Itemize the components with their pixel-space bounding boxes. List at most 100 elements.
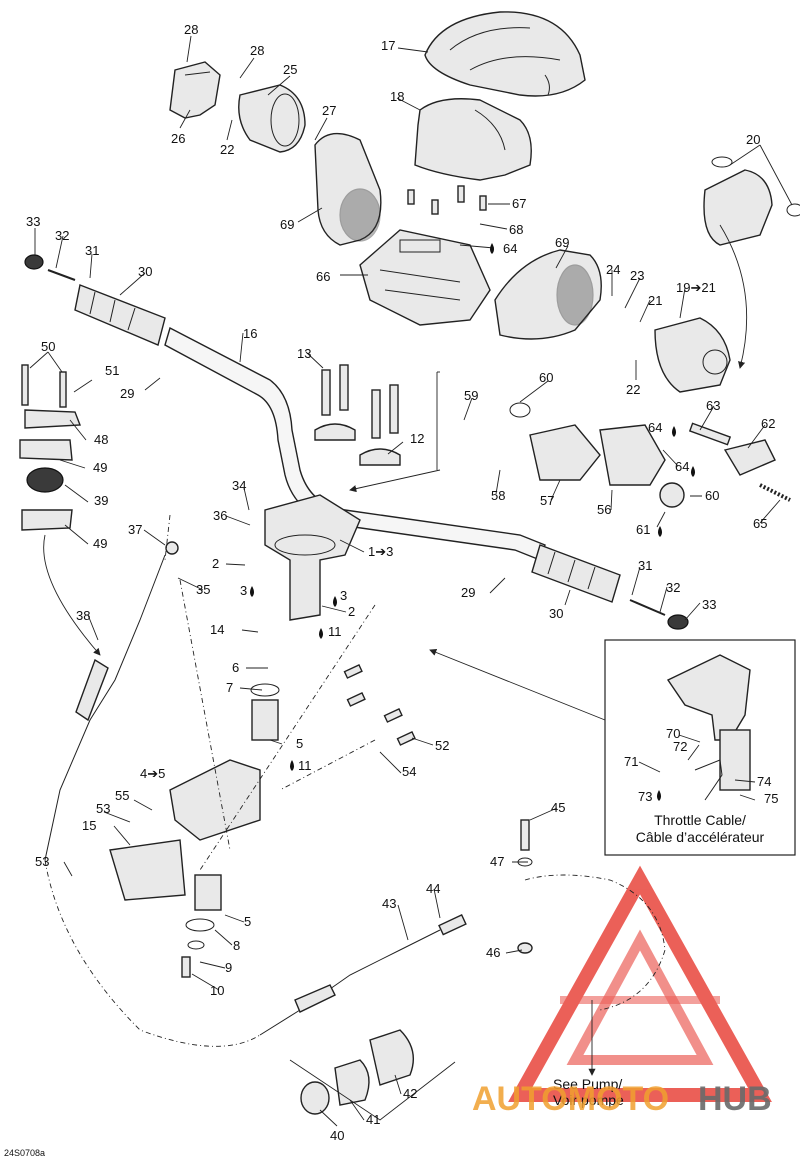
callout-42: 42 <box>403 1086 417 1101</box>
callout-18: 18 <box>390 89 404 104</box>
callout-47: 47 <box>490 854 504 869</box>
callout-labels: 28 28 25 27 26 22 17 18 20 69 67 68 64 3… <box>26 22 778 1143</box>
callout-50: 50 <box>41 339 55 354</box>
callout-4: 4➔5 <box>140 766 165 781</box>
callout-2b: 2 <box>348 604 355 619</box>
figure-code: 24S0708a <box>4 1148 45 1158</box>
clamps-12 <box>314 423 401 466</box>
callout-10: 10 <box>210 983 224 998</box>
switch-housing-25 <box>238 84 306 153</box>
callout-56: 56 <box>597 502 611 517</box>
callout-30a: 30 <box>138 264 152 279</box>
callout-8: 8 <box>233 938 240 953</box>
pump-note-line2: Voir pompe <box>553 1092 624 1108</box>
callout-69b: 69 <box>555 235 569 250</box>
callout-66: 66 <box>316 269 330 284</box>
callout-53b: 53 <box>35 854 49 869</box>
callout-32b: 32 <box>666 580 680 595</box>
inset-caption-line1: Throttle Cable/ <box>654 812 746 828</box>
callout-11b: 11 <box>298 758 312 773</box>
callout-37: 37 <box>128 522 142 537</box>
bolts-52 <box>343 663 416 746</box>
callout-29a: 29 <box>120 386 134 401</box>
callout-38: 38 <box>76 608 90 623</box>
callout-64b: 64 <box>648 420 662 435</box>
upper-cover-17 <box>424 11 586 97</box>
callout-21: 21 <box>648 293 662 308</box>
callout-9: 9 <box>225 960 232 975</box>
throttle-parts-group <box>509 402 791 508</box>
callout-49b: 49 <box>93 536 107 551</box>
callout-68: 68 <box>509 222 523 237</box>
bracket-assembly-48 <box>19 364 81 531</box>
left-bracket-26 <box>169 61 221 119</box>
callout-65: 65 <box>753 516 767 531</box>
callout-12: 12 <box>410 431 424 446</box>
callout-3a: 3 <box>240 583 247 598</box>
callout-2a: 2 <box>212 556 219 571</box>
callout-33a: 33 <box>26 214 40 229</box>
pump-lever <box>517 819 666 1011</box>
bracket-lines <box>43 224 748 1121</box>
callout-39: 39 <box>94 493 108 508</box>
callout-5b: 5 <box>244 914 251 929</box>
callout-1: 1➔3 <box>368 544 393 559</box>
lower-parts <box>109 683 280 978</box>
inset-box <box>604 639 796 856</box>
throttle-housing-66 <box>359 229 491 326</box>
watermark-text-hub: HUB <box>698 1080 772 1118</box>
callout-6: 6 <box>232 660 239 675</box>
callout-40: 40 <box>330 1128 344 1143</box>
switch-20 <box>703 156 800 246</box>
left-cover-69 <box>314 132 382 246</box>
callout-60a: 60 <box>539 370 553 385</box>
callout-52: 52 <box>435 738 449 753</box>
callout-63: 63 <box>706 398 720 413</box>
callout-54: 54 <box>402 764 416 779</box>
callout-29b: 29 <box>461 585 475 600</box>
callout-61: 61 <box>636 522 650 537</box>
callout-14: 14 <box>210 622 224 637</box>
callout-49a: 49 <box>93 460 107 475</box>
callout-44: 44 <box>426 881 440 896</box>
callout-62: 62 <box>761 416 775 431</box>
callout-46: 46 <box>486 945 500 960</box>
handlebar-16 <box>164 326 546 561</box>
callout-58: 58 <box>491 488 505 503</box>
callout-22a: 22 <box>220 142 234 157</box>
left-grip-30 <box>24 254 166 346</box>
callout-23: 23 <box>630 268 644 283</box>
callout-28a: 28 <box>184 22 198 37</box>
callout-41: 41 <box>366 1112 380 1127</box>
right-cover-69 <box>494 249 602 340</box>
callout-75: 75 <box>764 791 778 806</box>
callout-48: 48 <box>94 432 108 447</box>
callout-64c: 64 <box>675 459 689 474</box>
callout-16: 16 <box>243 326 257 341</box>
callout-31a: 31 <box>85 243 99 258</box>
bolts-13 <box>321 364 399 439</box>
callout-5a: 5 <box>296 736 303 751</box>
callout-59: 59 <box>464 388 478 403</box>
callout-3b: 3 <box>340 588 347 603</box>
callout-57: 57 <box>540 493 554 508</box>
callout-53a: 53 <box>96 801 110 816</box>
steering-cable-38 <box>44 541 261 1047</box>
callout-67: 67 <box>512 196 526 211</box>
callout-32a: 32 <box>55 228 69 243</box>
callout-55: 55 <box>115 788 129 803</box>
steering-column-1 <box>264 494 361 621</box>
callout-35: 35 <box>196 582 210 597</box>
screws-67 <box>407 185 487 215</box>
switch-19 <box>654 317 731 393</box>
callout-26: 26 <box>171 131 185 146</box>
leader-lines <box>29 35 793 1127</box>
callout-73: 73 <box>638 789 652 804</box>
callout-24: 24 <box>606 262 620 277</box>
callout-45: 45 <box>551 800 565 815</box>
callout-64a: 64 <box>503 241 517 256</box>
callout-72: 72 <box>673 739 687 754</box>
watermark-logo <box>508 865 772 1102</box>
callout-20: 20 <box>746 132 760 147</box>
